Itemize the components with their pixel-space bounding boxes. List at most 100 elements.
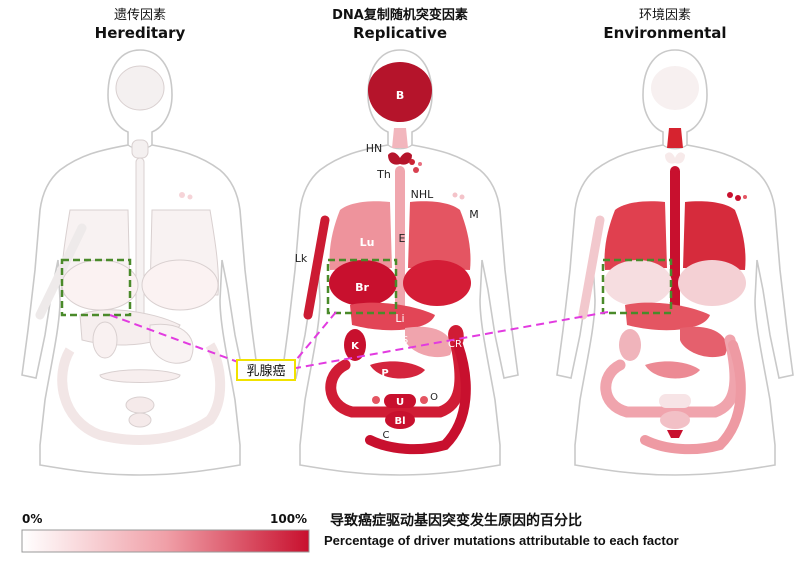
thyroid-organ [131,139,149,159]
breast-right-organ [141,259,219,311]
legend-gradient-bar [21,529,310,553]
brain-organ [115,65,165,111]
ovary-organ [420,396,428,404]
caption-chinese: 导致癌症驱动基因突变发生原因的百分比 [330,513,582,529]
esophagus-organ [395,166,405,326]
body-replicative: B HN Th E NHL M Lu Lk Br Li S [281,49,519,476]
skin-spot [187,194,193,200]
liver-label: Li [395,312,404,325]
esophagus-label: E [399,232,406,245]
skin-spot [459,194,465,200]
colorectum-organ [325,325,466,418]
cervix-organ [667,430,683,438]
connector-hereditary [109,314,239,363]
title-cn: 遗传因素 [113,8,166,23]
title-en: Environmental [603,24,727,42]
lung-label: Lu [360,236,375,249]
brain-organ [368,62,432,122]
lymph-node [418,162,422,166]
legend-max-label: 100% [270,512,308,526]
breast-left-organ [329,260,397,306]
colon-descending [640,340,746,455]
lung-right-organ [408,201,471,270]
title-en: Replicative [352,24,448,42]
lung-left-organ [329,201,392,270]
connector-replicative [295,311,337,361]
stomach-organ [680,326,727,358]
kidney-label: K [351,341,360,352]
bladder-organ [385,411,415,429]
title-cn: DNA复制随机突变因素 [332,8,468,23]
liver-organ [350,302,435,331]
bone-marrow-organ [578,215,605,320]
nhl-label: NHL [411,188,435,201]
skin-spot [179,192,185,198]
panel-title-hereditary: 遗传因素 Hereditary [70,8,210,42]
lymph-node [413,167,419,173]
caption-english: Percentage of driver mutations attributa… [324,533,679,548]
bladder-organ [128,412,152,428]
skin-spot [727,192,733,198]
ovary-organ [372,396,380,404]
connector-environmental [295,311,609,369]
thyroid-organ [388,152,412,165]
cervix-label: C [383,430,390,441]
leukemia-label: Lk [295,252,308,265]
body-environmental [556,49,794,476]
colon-descending [365,340,471,455]
head-neck-organ [667,128,683,148]
colorectum-label: CR [448,339,462,350]
brain-label: B [396,89,404,102]
skin-spot [735,195,741,201]
kidney-organ [92,321,118,359]
uterus-organ [125,396,155,414]
brain-organ [651,66,699,110]
stomach-organ [405,326,452,358]
breast-left-organ [61,259,139,311]
esophagus-organ [670,166,680,326]
esophagus-organ [135,157,145,329]
liver-organ [625,302,710,331]
uterus-label: U [396,397,404,408]
lung-right-organ [683,201,746,270]
breast-label: Br [355,281,369,294]
pancreas-organ [99,369,181,383]
legend-min-label: 0% [22,512,43,526]
title-en: Hereditary [94,24,186,42]
kidney-organ [619,329,641,361]
lung-left-organ [604,201,667,270]
thyroid-organ [665,152,685,164]
thyroid-label: Th [376,168,391,181]
breast-highlight-box [326,258,398,315]
ovary-label: O [430,392,438,403]
title-cn: 环境因素 [638,8,691,23]
skin-spot [743,195,747,199]
melanoma-label: M [469,208,479,221]
lymph-node [409,159,415,165]
head-neck-label: HN [366,142,383,155]
panel-title-replicative: DNA复制随机突变因素 Replicative [300,8,500,42]
skin-spot [452,192,458,198]
stomach-label: S [402,335,408,346]
panel-title-environmental: 环境因素 Environmental [590,8,740,42]
pancreas-organ [370,361,425,379]
body-hereditary [21,49,259,476]
pancreas-label: P [381,368,388,379]
bladder-organ [660,411,690,429]
pancreas-organ [645,361,700,379]
breast-highlight-box [601,258,673,315]
head-neck-organ [392,128,408,148]
breast-right-organ [678,260,746,306]
breast-left-organ [604,260,672,306]
breast-highlight-box [60,258,132,317]
colorectum-organ [57,342,226,445]
connector-lines [109,311,609,369]
uterus-organ [384,394,416,408]
kidney-organ [344,329,366,361]
breast-right-organ [403,260,471,306]
bladder-label: Bl [394,416,405,427]
uterus-organ [659,394,691,408]
bone-marrow-organ [303,215,330,320]
breast-cancer-callout: 乳腺癌 [236,359,296,381]
